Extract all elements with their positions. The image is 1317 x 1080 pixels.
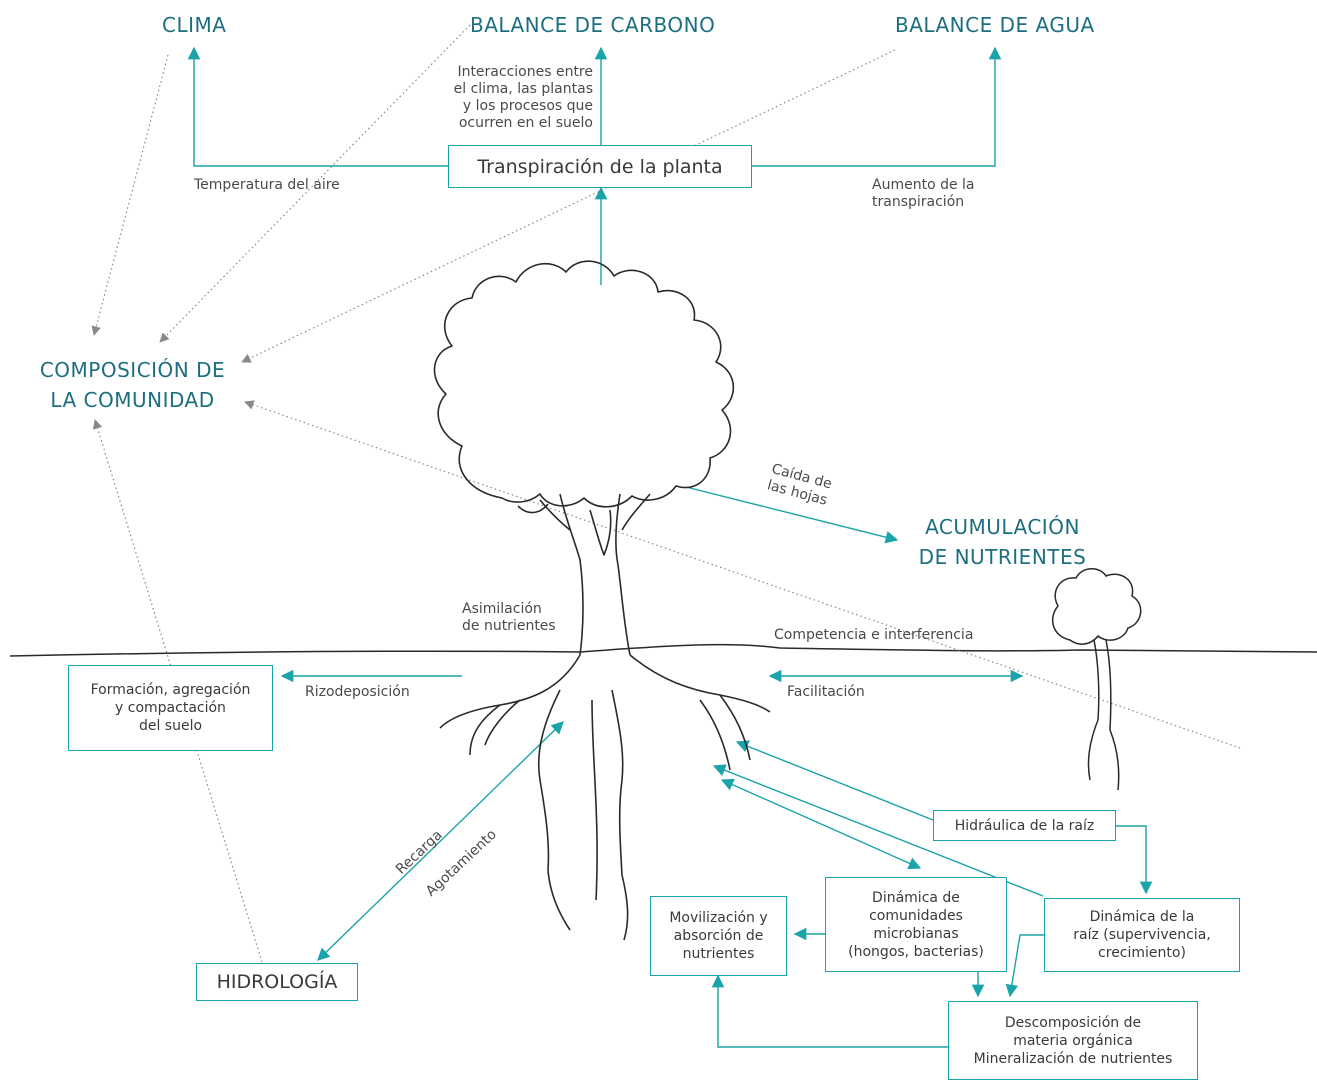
label-facilitacion: Facilitación [787,684,865,700]
teal-links [187,46,1153,1048]
header-clima: CLIMA [162,13,227,37]
label-rizodeposicion: Rizodeposición [305,684,410,700]
box-dinamica-comunidades: Dinámica de comunidades microbianas (hon… [825,877,1007,972]
label-interacciones: Interacciones entre el clima, las planta… [453,64,593,131]
label-competencia: Competencia e interferencia [774,627,974,643]
small-tree-illustration [1051,568,1142,791]
header-acumulacion: ACUMULACIÓN DE NUTRIENTES [918,515,1087,569]
box-movilizacion: Movilización y absorción de nutrientes [650,896,787,976]
box-hidrologia: HIDROLOGÍA [196,963,358,1001]
label-aumento: Aumento de la transpiración [872,177,975,210]
label-temperatura: Temperatura del aire [194,177,340,193]
ground-line [9,643,1317,657]
header-balance-carbono: BALANCE DE CARBONO [470,13,716,37]
label-asimilacion: Asimilación de nutrientes [462,601,556,634]
header-balance-agua: BALANCE DE AGUA [895,13,1095,37]
box-descomposicion: Descomposición de materia orgánica Miner… [948,1001,1198,1080]
header-composicion: COMPOSICIÓN DE LA COMUNIDAD [39,358,226,412]
box-formacion: Formación, agregación y compactación del… [68,665,273,751]
box-dinamica-raiz: Dinámica de la raíz (supervivencia, crec… [1044,898,1240,972]
box-hidraulica: Hidráulica de la raíz [933,810,1116,841]
tree-illustration [433,260,771,941]
box-transpiracion: Transpiración de la planta [448,145,752,188]
